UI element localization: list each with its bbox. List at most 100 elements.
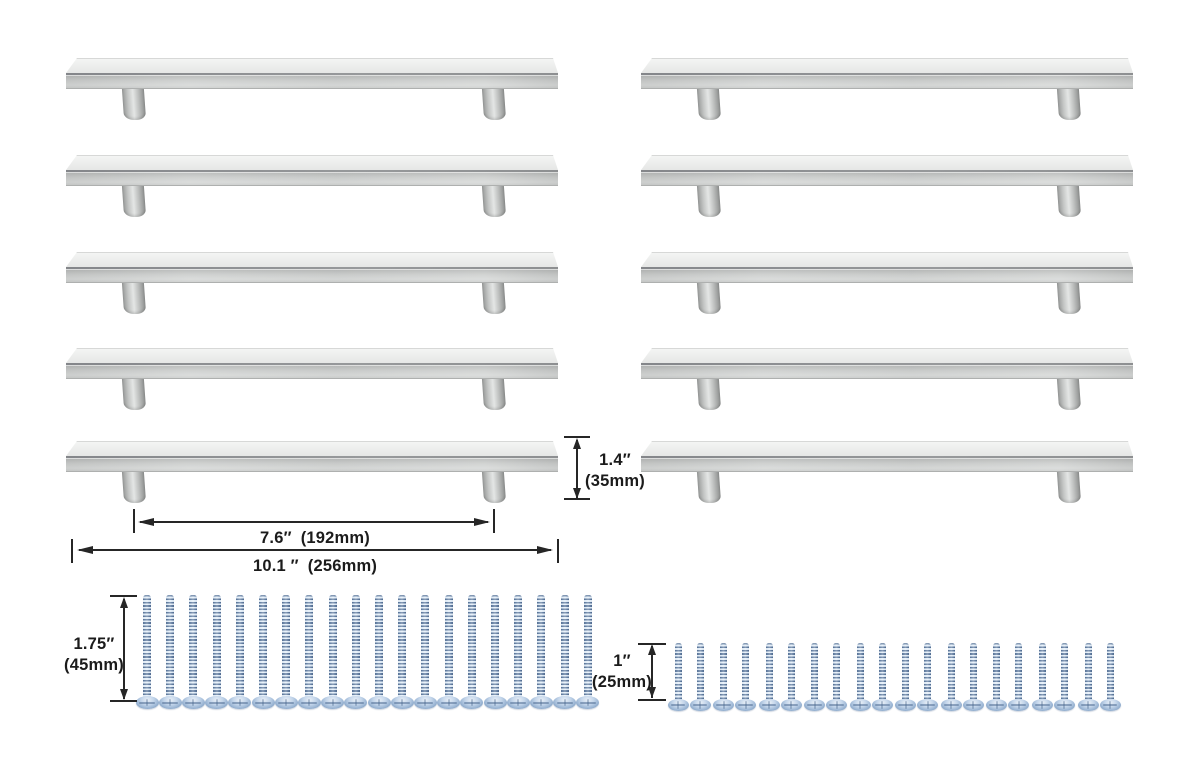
handle-post [121,472,147,503]
dimension-tick [133,509,135,533]
screw-slot [790,701,793,709]
screw-slot [138,701,156,704]
screw-slot [417,701,434,704]
mounting-screw-short [689,642,711,714]
handle-front-face [641,172,1133,186]
mounting-screw-long [460,594,484,712]
screw-shaft [765,643,773,701]
screw-head [274,696,298,709]
screw-slot [146,698,148,707]
screw-head [1099,699,1121,711]
handle-post [696,186,722,217]
short-screw-mm: (25mm) [592,673,652,691]
handle-post [121,379,147,410]
screw-slot [378,698,380,707]
screw-slot [586,698,589,707]
handle-edge-line [66,456,558,458]
screw-head [251,696,275,709]
arrow-right-icon [474,518,490,526]
handle-front-face [66,365,558,379]
screw-shaft [328,595,337,697]
mounting-screw-long [251,594,275,712]
cabinet-pull-handle [641,348,1133,410]
arrow-up-icon [648,644,656,655]
arrow-up-icon [573,438,581,449]
handle-post [696,283,722,314]
screw-slot [354,698,357,707]
screw-slot [394,701,411,704]
screw-head [158,696,182,709]
dimension-tick [638,699,666,701]
mounting-screw-long [576,594,600,712]
screw-slot [829,704,844,707]
screw-slot [370,701,388,704]
handle-top-face [641,155,1133,170]
screw-head [758,699,780,711]
screw-slot [744,701,747,709]
handle-edge-line [641,170,1133,172]
handle-edge-line [66,363,558,365]
screw-shaft [235,595,244,697]
screw-head [483,696,507,709]
cabinet-pull-handle [66,155,558,217]
mounting-screw-short [895,642,917,714]
cabinet-pull-handle [66,252,558,314]
handle-edge-line [66,73,558,75]
mounting-screw-short [940,642,962,714]
screw-slot [324,701,341,704]
screw-shaft [742,643,749,701]
screw-shaft [1015,643,1023,701]
screw-slot [308,698,311,707]
screw-head [1077,699,1099,711]
screw-slot [881,701,884,709]
screw-slot [262,698,264,707]
long-screw-label: 1.75″ (45mm) [52,634,136,676]
mounting-screw-short [1008,642,1030,714]
dimension-tick [110,700,137,702]
screw-slot [699,701,701,709]
screw-slot [162,701,179,704]
screw-head [529,696,553,709]
handle-post [481,472,507,503]
arrow-down-icon [648,687,656,698]
screw-head [344,696,368,709]
screw-shaft [674,643,682,701]
handle-front-face [641,75,1133,89]
handle-top-face [66,441,558,456]
screw-shaft [143,595,151,697]
height-arrow-line [576,440,578,498]
handle-post [121,186,147,217]
screw-slot [972,701,975,709]
screw-shaft [212,595,221,697]
screw-shaft [1084,643,1092,701]
screw-slot [692,704,708,707]
mounting-screw-short [804,642,826,714]
handle-top-face [66,155,558,170]
screw-shaft [902,643,910,701]
screw-head [713,699,734,711]
screw-shaft [811,643,819,701]
screw-slot [254,701,272,704]
mounting-screw-short [735,642,757,714]
screw-slot [1080,704,1096,707]
height-label: 1.4″ (35mm) [583,450,647,492]
mounting-screw-short [962,642,984,714]
mounting-screw-long [321,594,345,712]
mounting-screw-long [553,594,577,712]
screw-shaft [1060,643,1068,701]
short-screw-inches: 1″ [613,652,631,670]
screw-shaft [537,595,546,697]
handle-front-face [66,269,558,283]
handle-post [696,472,722,503]
screw-slot [208,701,225,704]
screw-head [460,696,484,709]
handle-top-face [641,441,1133,456]
screw-shaft [375,595,383,697]
screw-shaft [993,643,1001,701]
screw-shaft [720,643,727,701]
screw-slot [1041,701,1044,709]
screw-shaft [696,643,704,701]
handle-post [1056,472,1082,503]
handle-front-face [66,75,558,89]
